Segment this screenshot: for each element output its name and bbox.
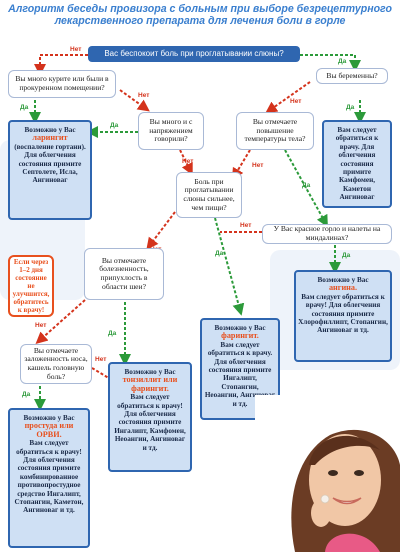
label-yes: Да [22, 391, 31, 398]
label-no: Нет [70, 46, 82, 53]
question-temperature: Вы отмечаете повышение температуры тела? [236, 112, 314, 150]
label-no: Нет [95, 356, 107, 363]
result-orvi: Возможно у Вас простуда или ОРВИ. Вам сл… [8, 408, 90, 548]
label-no: Нет [138, 92, 150, 99]
question-neck: Вы отмечаете болезненность, припухлость … [84, 248, 164, 300]
result-angina: Возможно у Вас ангина. Вам следует обрат… [294, 270, 392, 362]
result-advice: Вам следует обратиться к врачу! Для обле… [114, 393, 186, 452]
label-no: Нет [182, 158, 194, 165]
label-yes: Да [342, 252, 351, 259]
question-talk: Вы много и с напряжением говорили? [138, 112, 204, 150]
result-diagnosis: ангина. [328, 283, 358, 293]
label-yes: Да [215, 250, 224, 257]
result-advice: Вам следует обратиться к врачу! Для обле… [298, 292, 388, 335]
label-no: Нет [35, 322, 47, 329]
page-title: Алгоритм беседы провизора с больным при … [8, 3, 392, 27]
result-laryngitis: Возможно у Вас ларингит (воспаление горт… [8, 120, 92, 220]
result-diagnosis: тонзиллит или фарингит. [122, 375, 178, 393]
label-yes: Да [338, 58, 347, 65]
result-diagnosis: фарингит. [221, 331, 259, 341]
result-intro: Возможно у Вас [124, 368, 176, 376]
result-advice: (воспаление гортани). Для облегчения сос… [14, 142, 86, 185]
question-smoke: Вы много курите или были в прокуренном п… [8, 70, 116, 98]
woman-illustration [255, 395, 400, 552]
result-pregnant: Вам следует обратиться к врачу. Для обле… [322, 120, 392, 208]
result-diagnosis: ларингит [32, 133, 68, 143]
result-advice: Вам следует обратиться к врачу. Для обле… [204, 340, 276, 408]
question-pregnant: Вы беременны? [316, 68, 388, 84]
label-yes: Да [346, 104, 355, 111]
label-yes: Да [302, 182, 311, 189]
result-intro: Возможно у Вас [24, 126, 76, 134]
result-tonsillitis: Возможно у Вас тонзиллит или фарингит. В… [108, 362, 192, 472]
question-nose: Вы отмечаете заложенность носа, кашель г… [20, 344, 92, 384]
label-yes: Да [20, 104, 29, 111]
result-advice: Вам следует обратиться к врачу. Для обле… [335, 126, 379, 202]
label-yes: Да [108, 330, 117, 337]
woman-photo [255, 395, 400, 552]
label-no: Нет [252, 162, 264, 169]
label-no: Нет [240, 222, 252, 229]
result-diagnosis: простуда или ОРВИ. [24, 421, 74, 439]
question-pain: Вас беспокоит боль при проглатывании слю… [88, 46, 300, 62]
question-sharp-pain: Боль при проглатывании слюны сильнее, че… [176, 172, 242, 218]
warning-box: Если через 1–2 дня состояние не улучшитс… [8, 255, 54, 317]
question-tonsils: У Вас красное горло и налеты на миндалин… [262, 224, 392, 244]
result-intro: Возможно у Вас [23, 414, 75, 422]
result-advice: Вам следует обратиться к врачу! Для обле… [14, 439, 84, 515]
result-intro: Возможно у Вас [214, 324, 266, 332]
label-yes: Да [110, 122, 119, 129]
label-no: Нет [290, 98, 302, 105]
result-intro: Возможно у Вас [317, 276, 369, 284]
